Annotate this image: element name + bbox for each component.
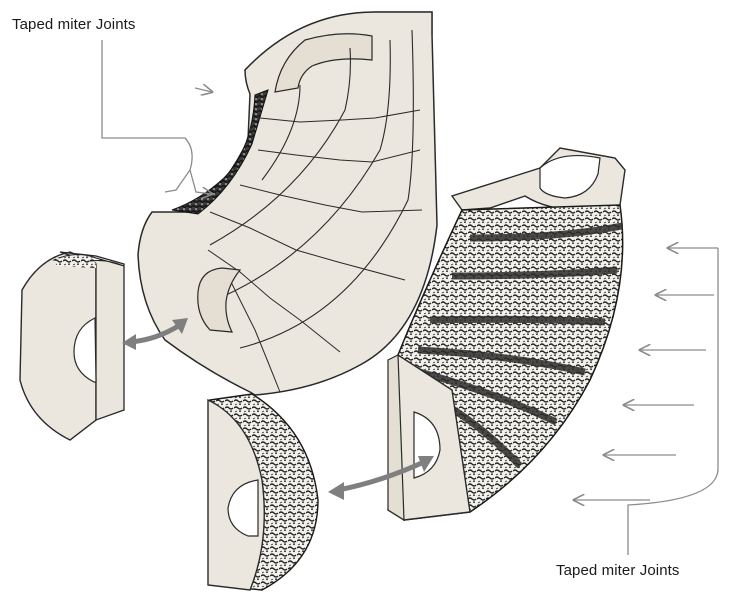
top-leader-line (102, 40, 192, 192)
top-callout-label: Taped miter Joints (12, 16, 136, 33)
bottom-callout-label: Taped miter Joints (556, 562, 680, 579)
top-leader-arrow (195, 88, 212, 92)
mitered-elbow (138, 12, 437, 395)
bottom-segment (208, 394, 318, 590)
left-segment (20, 252, 124, 440)
